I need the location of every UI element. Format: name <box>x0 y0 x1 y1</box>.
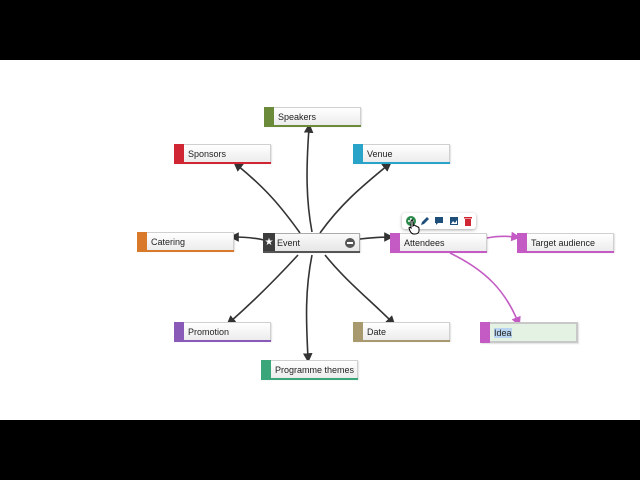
link-idea <box>449 252 521 327</box>
underline <box>261 378 358 380</box>
color-bar <box>353 322 363 341</box>
link-attendees <box>359 232 394 242</box>
node-label: Venue <box>367 149 393 159</box>
node-speakers[interactable]: Speakers <box>264 107 361 127</box>
underline <box>263 251 360 253</box>
node-label: Sponsors <box>188 149 227 159</box>
node-target-audience[interactable]: Target audience <box>517 233 614 253</box>
node-label: Target audience <box>531 238 596 248</box>
link-programme <box>302 254 313 363</box>
node-label: Date <box>367 327 387 337</box>
link-date <box>324 254 396 326</box>
color-bar <box>174 144 184 163</box>
node-idea-editing[interactable]: Idea <box>480 322 578 343</box>
node-venue[interactable]: Venue <box>353 144 450 164</box>
color-bar <box>137 232 147 251</box>
hand-cursor-icon <box>408 219 420 235</box>
node-toolbar <box>402 213 476 229</box>
comment-icon[interactable] <box>434 216 444 226</box>
link-promotion <box>226 254 299 326</box>
link-catering <box>229 232 265 242</box>
link-speakers <box>303 123 314 233</box>
color-bar <box>353 144 363 163</box>
color-bar <box>517 233 527 252</box>
node-label: Promotion <box>188 327 230 337</box>
node-label: Programme themes <box>275 365 355 375</box>
delete-trash-icon[interactable] <box>463 216 473 226</box>
node-label: Event <box>277 238 301 248</box>
underline <box>353 340 450 342</box>
node-catering[interactable]: Catering <box>137 232 234 252</box>
node-date[interactable]: Date <box>353 322 450 342</box>
node-sponsors[interactable]: Sponsors <box>174 144 271 164</box>
node-label-input[interactable]: Idea <box>494 328 512 338</box>
collapse-minus-icon[interactable] <box>345 238 355 248</box>
node-promotion[interactable]: Promotion <box>174 322 271 342</box>
color-bar <box>264 107 274 126</box>
node-programme-themes[interactable]: Programme themes <box>261 360 358 380</box>
underline <box>137 250 234 252</box>
color-bar <box>480 322 490 343</box>
underline <box>174 162 271 164</box>
edit-pencil-icon[interactable] <box>420 216 430 226</box>
underline <box>390 251 487 253</box>
underline <box>174 340 271 342</box>
node-label: Attendees <box>404 238 445 248</box>
link-target-audience <box>486 231 521 242</box>
node-attendees[interactable]: Attendees <box>390 233 487 253</box>
color-bar <box>261 360 271 379</box>
underline <box>517 251 614 253</box>
node-label: Speakers <box>278 112 317 122</box>
link-venue <box>319 161 392 234</box>
node-label: Catering <box>151 237 186 247</box>
color-bar <box>390 233 400 252</box>
node-root-event[interactable]: ★ Event <box>263 233 360 253</box>
underline <box>264 125 361 127</box>
link-sponsors <box>233 161 301 234</box>
image-icon[interactable] <box>449 216 459 226</box>
color-bar <box>174 322 184 341</box>
underline <box>353 162 450 164</box>
star-icon: ★ <box>263 233 275 252</box>
